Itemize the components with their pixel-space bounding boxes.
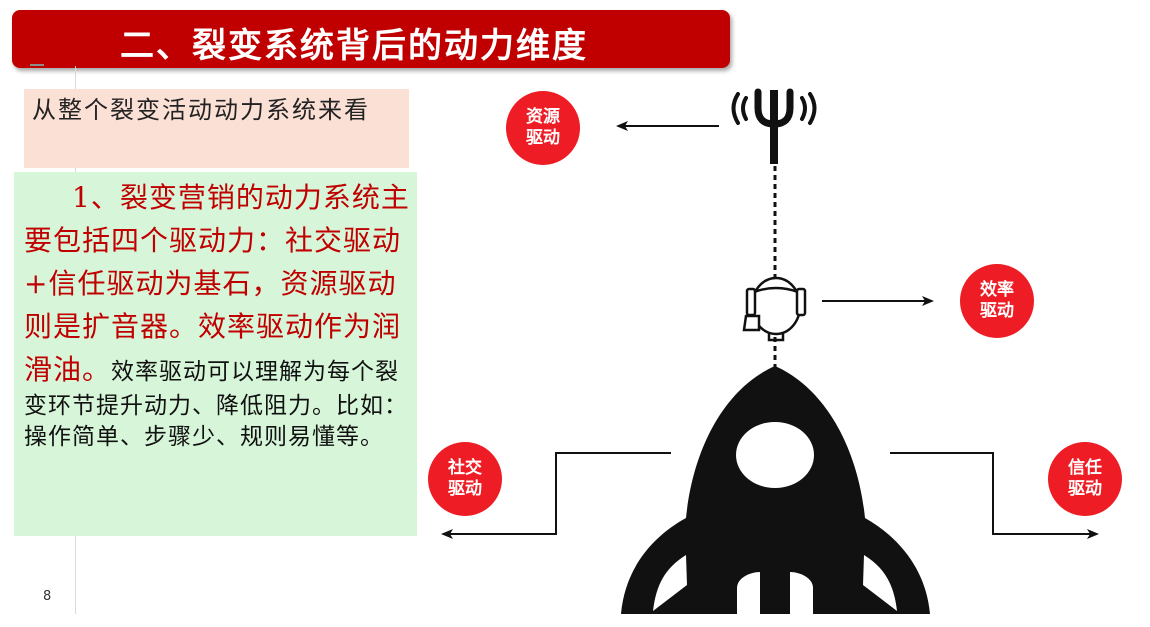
page-title: 二、裂变系统背后的动力维度 — [120, 26, 588, 66]
social-driver-label: 社交驱动 — [448, 458, 482, 499]
red-lead-content: 1、裂变营销的动力系统主要包括四个驱动力：社交驱动+信任驱动为基石，资源驱动则是… — [24, 181, 410, 386]
social-driver-bubble: 社交驱动 — [428, 442, 502, 516]
efficiency-driver-label: 效率驱动 — [980, 280, 1014, 321]
driver-diagram: 资源驱动 效率驱动 社交驱动 信任驱动 — [425, 88, 1138, 614]
resource-driver-label: 资源驱动 — [526, 107, 560, 148]
subheading-box: 从整个裂变活动动力系统来看 — [24, 89, 409, 168]
arrow-social — [441, 452, 671, 539]
astronaut-icon — [742, 276, 807, 342]
red-lead-text: 1、裂变营销的动力系统主要包括四个驱动力：社交驱动+信任驱动为基石，资源驱动则是… — [24, 181, 410, 386]
arrow-trust — [890, 452, 1099, 539]
title-bar: 二、裂变系统背后的动力维度 — [12, 10, 730, 68]
trust-driver-label: 信任驱动 — [1068, 458, 1102, 499]
trust-driver-bubble: 信任驱动 — [1048, 442, 1122, 516]
black-tail-text: 效率驱动可以理解为每个裂变环节提升动力、降低阻力。比如：操作简单、步骤少、规则易… — [24, 359, 408, 450]
rocket-icon — [621, 366, 930, 614]
efficiency-driver-bubble: 效率驱动 — [960, 264, 1034, 338]
body-text-box: 1、裂变营销的动力系统主要包括四个驱动力：社交驱动+信任驱动为基石，资源驱动则是… — [14, 172, 417, 536]
page-number: 8 — [43, 589, 52, 604]
diagram-graphics — [441, 88, 1099, 614]
resource-driver-bubble: 资源驱动 — [506, 91, 580, 165]
antenna-icon — [731, 88, 817, 164]
margin-tick — [30, 64, 44, 66]
